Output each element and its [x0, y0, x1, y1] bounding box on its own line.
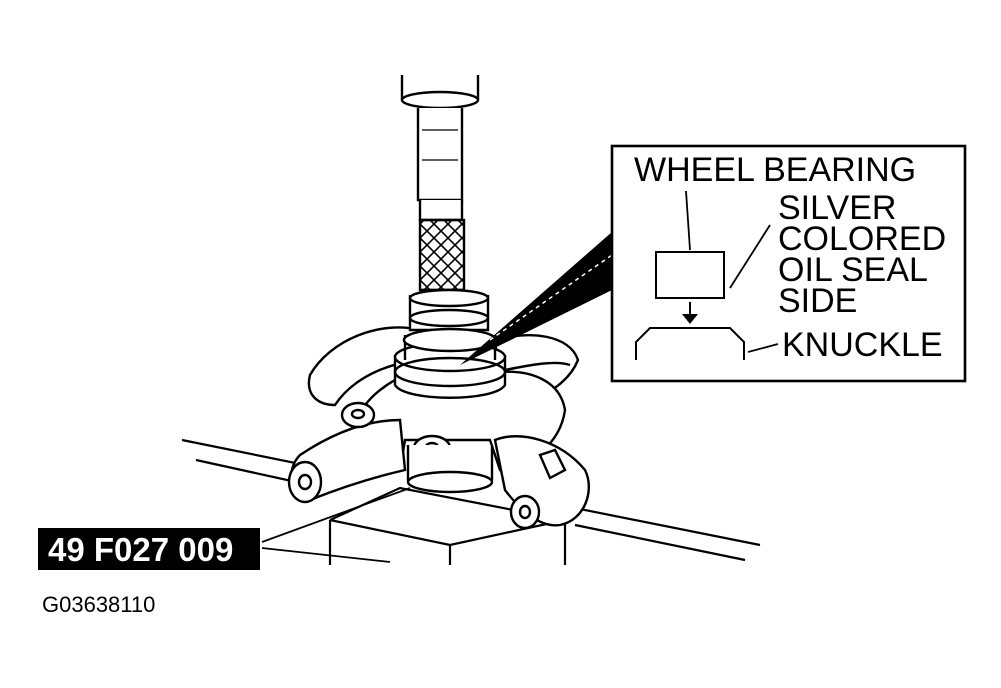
bearing-leader-line	[685, 190, 691, 251]
tool-leader-line-lower	[261, 547, 391, 563]
knuckle-profile-icon	[635, 327, 745, 360]
knuckle-leader-line	[747, 343, 779, 353]
bearing-block-icon	[655, 251, 725, 299]
svg-text:SILVER: SILVER	[778, 189, 896, 227]
tool-number-tag: 49 F027 009	[38, 487, 411, 570]
down-arrow-icon	[682, 302, 698, 324]
tool-number-text: 49 F027 009	[48, 531, 233, 568]
press-receiver-cup	[406, 445, 494, 494]
steering-knuckle	[287, 326, 590, 530]
svg-text:OIL SEAL: OIL SEAL	[778, 251, 928, 289]
seal-side-leader-line	[729, 224, 771, 289]
installer-tool-shaft	[393, 75, 507, 399]
tool-leader-line-upper	[261, 487, 411, 543]
detail-callout-box: WHEEL BEARING SILVER COLORED OIL SEAL SI…	[610, 144, 967, 383]
callout-pointer-wedge	[460, 232, 613, 365]
side-label: SILVER COLORED OIL SEAL SIDE	[778, 189, 946, 320]
svg-text:COLORED: COLORED	[778, 220, 946, 258]
svg-text:SIDE: SIDE	[778, 282, 857, 320]
wheel-bearing-label: WHEEL BEARING	[634, 151, 916, 189]
knuckle-label: KNUCKLE	[782, 326, 943, 364]
figure-id: G03638110	[42, 592, 155, 617]
